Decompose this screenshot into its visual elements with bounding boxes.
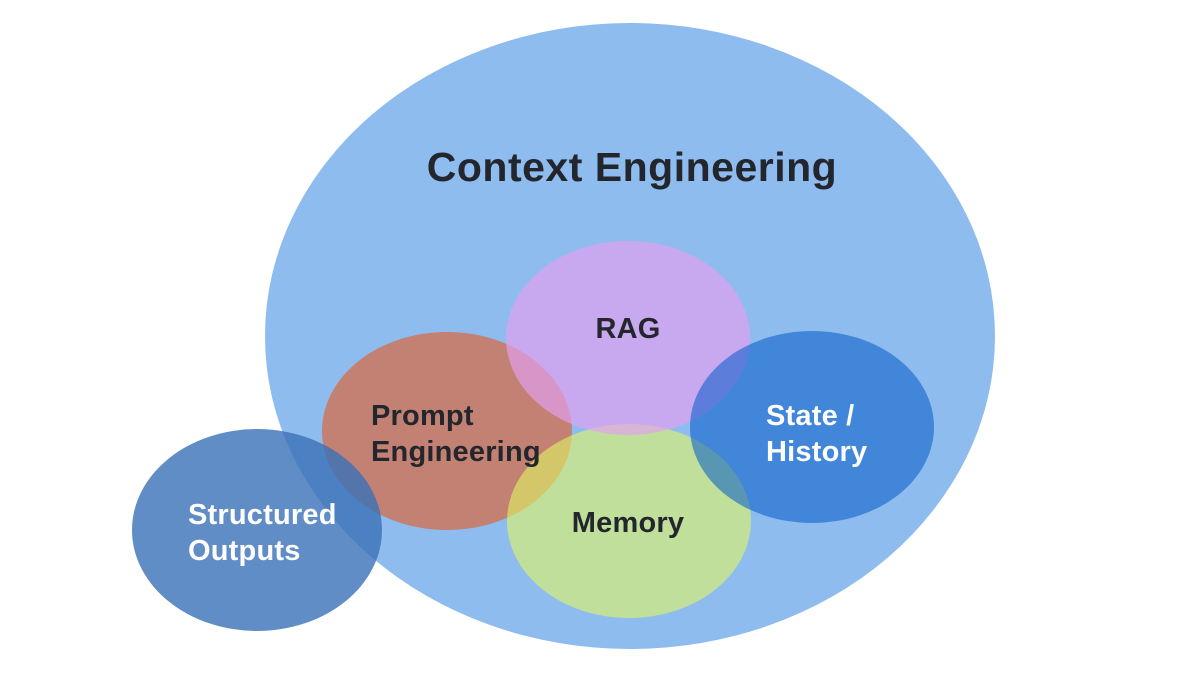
memory-label: Memory (572, 507, 684, 539)
state-history-label-line-1: State / (766, 400, 854, 432)
prompt-engineering-label-line-1: Prompt (371, 400, 474, 432)
memory-ellipse (507, 424, 751, 618)
diagram-title: Context Engineering (427, 144, 837, 190)
structured-outputs-label-line-2: Outputs (188, 535, 301, 567)
structured-outputs-label-line-1: Structured (188, 499, 337, 531)
prompt-engineering-ellipse (322, 332, 572, 530)
state-history-label: State / History (766, 400, 867, 468)
structured-outputs-ellipse (132, 429, 382, 631)
rag-label: RAG (595, 313, 660, 345)
state-history-ellipse (690, 331, 934, 523)
prompt-engineering-label-line-2: Engineering (371, 436, 541, 468)
rag-ellipse (506, 241, 750, 435)
state-history-label-line-2: History (766, 436, 867, 468)
prompt-engineering-label: Prompt Engineering (371, 400, 541, 468)
structured-outputs-label: Structured Outputs (188, 499, 345, 567)
